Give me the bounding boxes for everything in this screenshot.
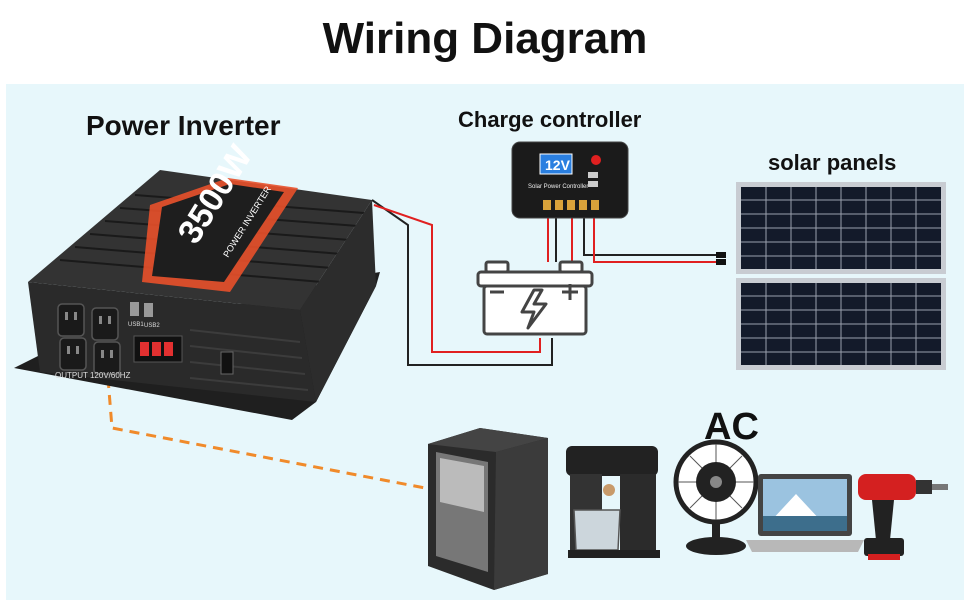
usb-port-1: [130, 302, 139, 316]
solar-panels: [716, 182, 946, 370]
controller-voltage: 12V: [545, 157, 571, 173]
wire-inverter-battery-red: [373, 204, 541, 353]
label-power-inverter: Power Inverter: [86, 110, 281, 141]
coffee-maker-icon: [566, 446, 660, 558]
laptop-icon: [746, 474, 864, 552]
usb-port-2: [144, 303, 153, 317]
power-inverter: 3500W POWER INVERTER USB1 USB: [14, 138, 380, 420]
fan-icon: [673, 439, 759, 555]
fridge-icon: [428, 428, 548, 590]
controller-led: [591, 155, 601, 165]
inverter-output-label: OUTPUT 120V/60HZ: [55, 371, 131, 380]
charge-controller: 12V Solar Power Controller: [511, 141, 629, 219]
controller-terminals: [543, 200, 599, 210]
label-charge-controller: Charge controller: [458, 107, 642, 132]
wires: [106, 199, 720, 490]
page-title: Wiring Diagram: [322, 14, 648, 63]
wire-controller-solar-black: [583, 218, 720, 256]
label-solar-panels: solar panels: [768, 150, 897, 175]
inverter-power-switch: [220, 351, 234, 375]
wire-inverter-battery-black: [371, 199, 553, 366]
lightning-icon: [520, 288, 548, 330]
controller-name: Solar Power Controller: [528, 184, 588, 190]
usb1-label: USB1: [128, 322, 144, 328]
wire-ac-output: [106, 377, 426, 490]
ac-outlets: [57, 303, 121, 375]
battery-icon: [476, 260, 594, 336]
wire-controller-solar-red: [593, 218, 720, 263]
drill-icon: [858, 474, 948, 560]
usb2-label: USB2: [144, 323, 160, 329]
